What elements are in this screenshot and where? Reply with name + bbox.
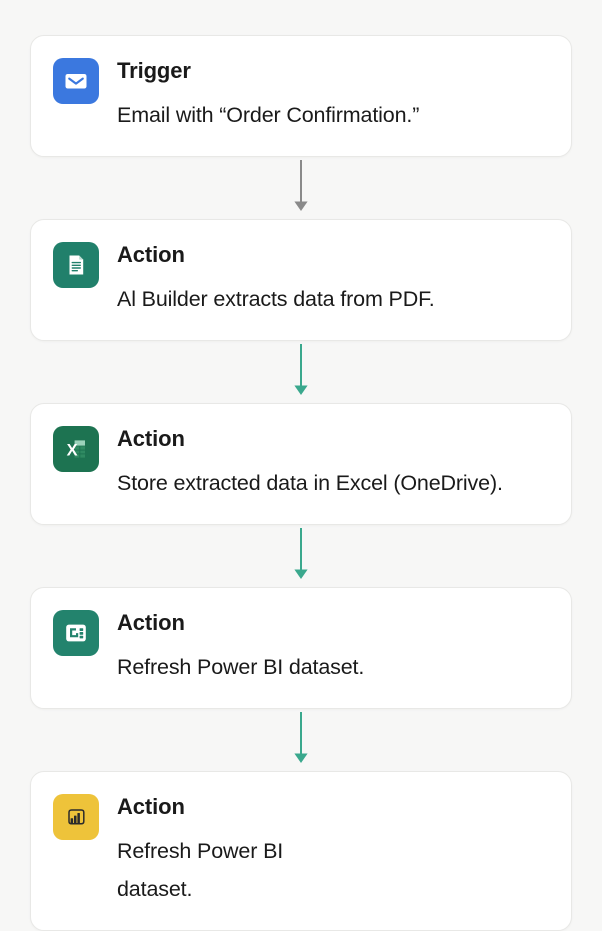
flow-connector-1 — [30, 157, 572, 219]
flow-connector-3 — [30, 525, 572, 587]
flow-step-description: Refresh Power BI dataset. — [117, 655, 365, 679]
flow-step-action-powerbi-refresh-2[interactable]: Action Refresh Power BI dataset. — [30, 771, 572, 931]
flow-step-action-excel[interactable]: X Action Store extracted data in Excel (… — [30, 403, 572, 525]
flow-step-action-ai-builder[interactable]: Action Al Builder extracts data from PDF… — [30, 219, 572, 341]
flow-step-body: Action Refresh Power BI dataset. — [117, 608, 549, 686]
flow-step-title: Action — [117, 426, 185, 451]
flow-step-body: Action Store extracted data in Excel (On… — [117, 424, 549, 502]
power-bi-icon — [53, 794, 99, 840]
flow-step-title: Action — [117, 242, 185, 267]
flow-step-body: Action Refresh Power BI dataset. — [117, 792, 549, 908]
flow-step-icon-container — [53, 242, 99, 288]
flow-step-title: Trigger — [117, 58, 191, 83]
flow-step-icon-container — [53, 610, 99, 656]
flow-step-description: Store extracted data in Excel (OneDrive)… — [117, 471, 503, 495]
excel-icon: X — [53, 426, 99, 472]
flow-step-icon-container — [53, 58, 99, 104]
flow-diagram: Trigger Email with “Order Confirmation.” — [30, 35, 572, 931]
flow-connector-2 — [30, 341, 572, 403]
flow-step-icon-container: X — [53, 426, 99, 472]
flow-step-description: Refresh Power BI dataset. — [117, 839, 284, 901]
flow-connector-4 — [30, 709, 572, 771]
flow-step-title: Action — [117, 610, 185, 635]
flow-step-description: Email with “Order Confirmation.” — [117, 103, 420, 127]
flow-step-title: Action — [117, 794, 185, 819]
flow-step-icon-container — [53, 794, 99, 840]
envelope-icon — [53, 58, 99, 104]
flow-step-body: Action Al Builder extracts data from PDF… — [117, 240, 549, 318]
svg-text:X: X — [67, 441, 78, 459]
flow-step-description: Al Builder extracts data from PDF. — [117, 287, 435, 311]
document-icon — [53, 242, 99, 288]
flow-step-action-powerbi-refresh[interactable]: Action Refresh Power BI dataset. — [30, 587, 572, 709]
flow-step-body: Trigger Email with “Order Confirmation.” — [117, 56, 549, 134]
dashboard-icon — [53, 610, 99, 656]
flow-step-trigger-email[interactable]: Trigger Email with “Order Confirmation.” — [30, 35, 572, 157]
